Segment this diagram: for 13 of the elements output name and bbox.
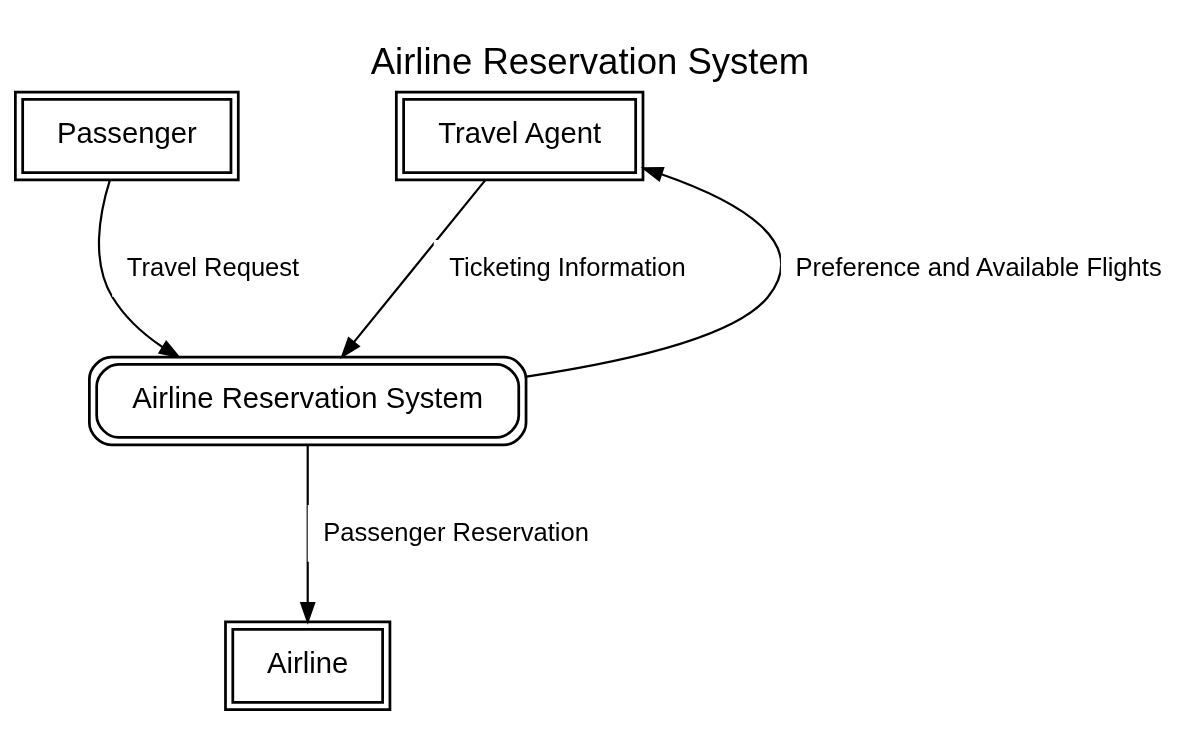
edge-label: Travel Request xyxy=(126,253,300,282)
arrow xyxy=(526,166,782,378)
arrow xyxy=(299,445,316,625)
diagram-title: Airline Reservation System xyxy=(370,40,810,82)
node-box: Passenger xyxy=(14,90,240,182)
arrow xyxy=(340,179,486,360)
arrow xyxy=(97,179,182,359)
node-box: Airline Reservation System xyxy=(88,355,528,447)
edge-label: Preference and Available Flights xyxy=(795,253,1162,282)
edge-label: Passenger Reservation xyxy=(323,518,589,547)
node-box: Airline xyxy=(224,620,392,712)
edge-label: Ticketing Information xyxy=(449,253,686,282)
node-box: Travel Agent xyxy=(394,90,645,182)
